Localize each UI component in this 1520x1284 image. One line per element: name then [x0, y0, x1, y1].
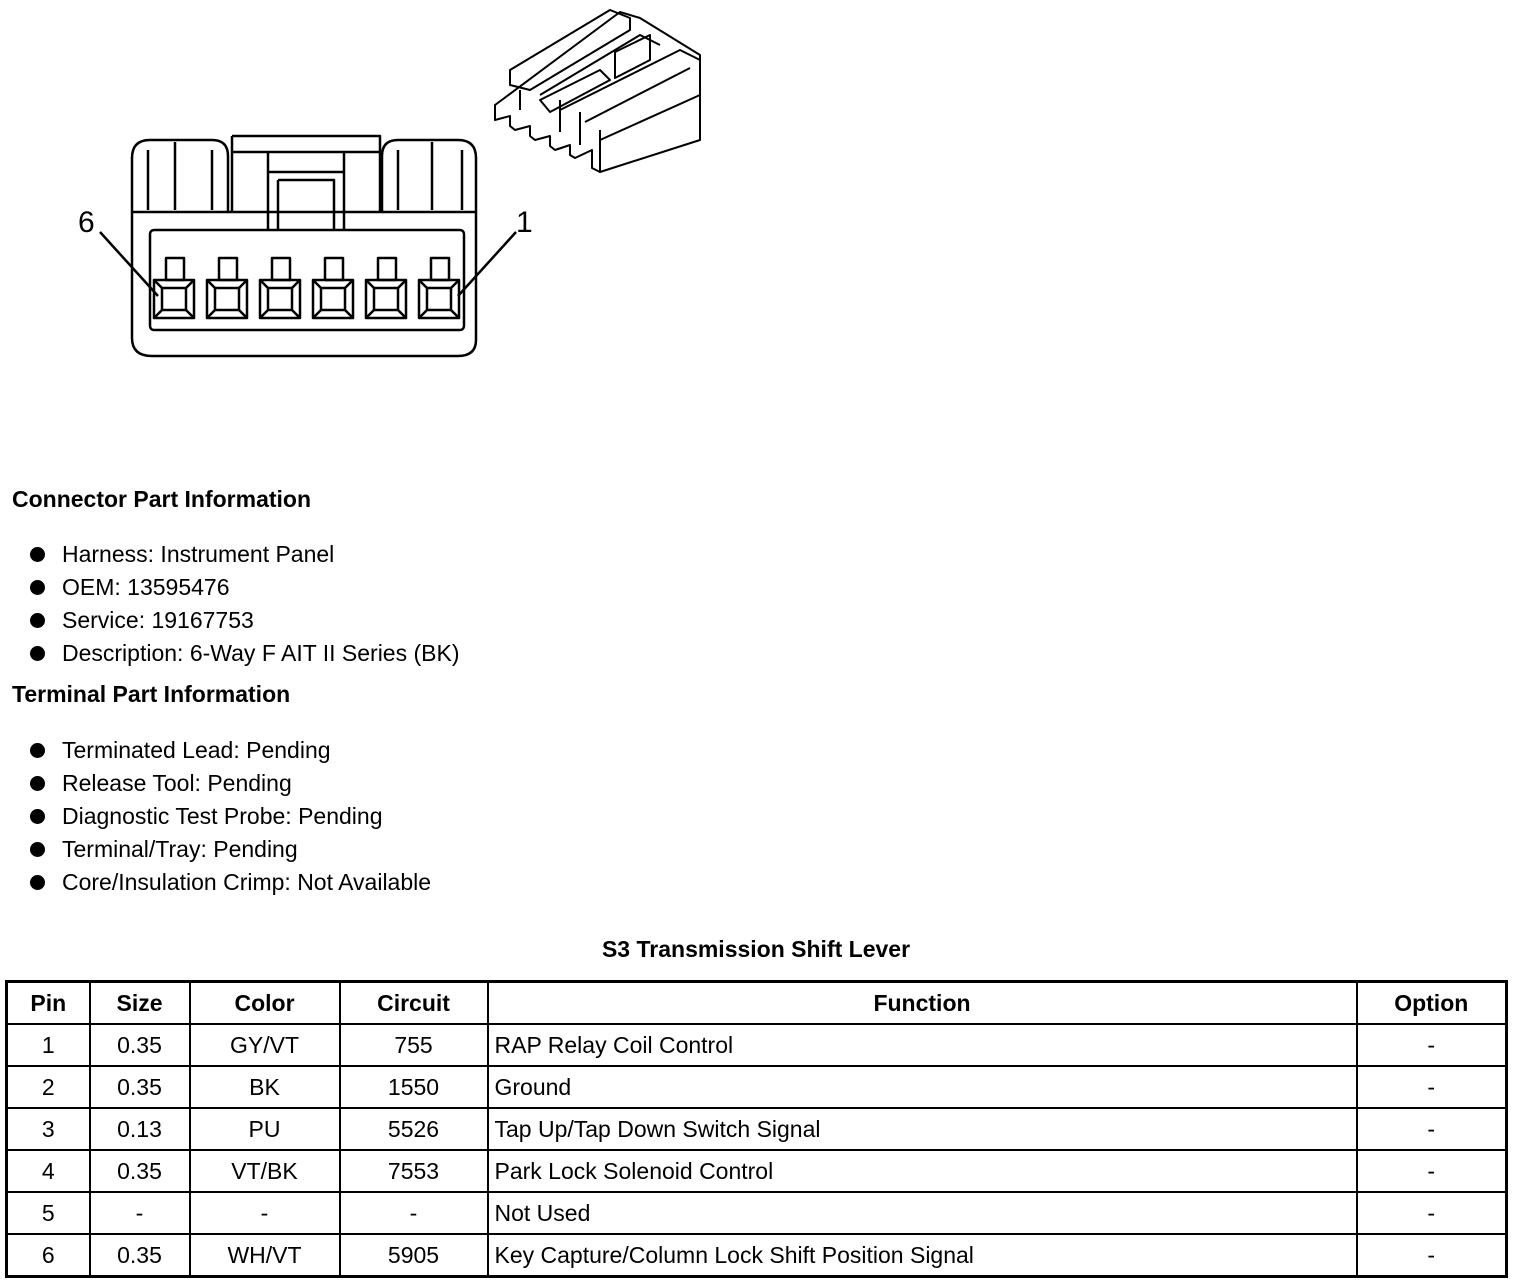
- table-title: S3 Transmission Shift Lever: [601, 936, 911, 962]
- cavity-tab: [376, 256, 398, 282]
- bullet-icon: [30, 743, 45, 758]
- cell-color: VT/BK: [188, 1149, 341, 1193]
- list-item: Terminal/Tray: Pending: [30, 833, 431, 866]
- cell-circuit: 7553: [338, 1149, 489, 1193]
- cavity-tab: [323, 256, 345, 282]
- terminal-cavity: [364, 278, 408, 320]
- header-pin: Pin: [5, 980, 91, 1025]
- cell-option: -: [1355, 1191, 1508, 1235]
- cavity-tab: [429, 256, 451, 282]
- cell-size: 0.13: [88, 1107, 191, 1151]
- cell-circuit: 755: [338, 1023, 489, 1067]
- cell-option: -: [1355, 1065, 1508, 1109]
- bullet-icon: [30, 875, 45, 890]
- header-option: Option: [1355, 980, 1508, 1025]
- header-circuit: Circuit: [338, 980, 489, 1025]
- bullet-icon: [30, 809, 45, 824]
- cell-function: Key Capture/Column Lock Shift Position S…: [486, 1233, 1358, 1278]
- terminal-cavity: [205, 278, 249, 320]
- item-text: Service: 19167753: [62, 607, 254, 633]
- header-color: Color: [188, 980, 341, 1025]
- table-row: 6 0.35 WH/VT 5905 Key Capture/Column Loc…: [5, 1233, 1508, 1278]
- cell-color: WH/VT: [188, 1233, 341, 1278]
- terminal-cavity: [258, 278, 302, 320]
- cell-pin: 1: [5, 1023, 91, 1067]
- terminal-info-heading: Terminal Part Information: [12, 681, 291, 707]
- item-text: OEM: 13595476: [62, 574, 230, 600]
- connector-info-heading: Connector Part Information: [12, 486, 312, 512]
- cell-function: Ground: [486, 1065, 1358, 1109]
- item-text: Diagnostic Test Probe: Pending: [62, 803, 383, 829]
- cell-pin: 5: [5, 1191, 91, 1235]
- table-row: 3 0.13 PU 5526 Tap Up/Tap Down Switch Si…: [5, 1107, 1508, 1151]
- cell-circuit: -: [338, 1191, 489, 1235]
- list-item: Core/Insulation Crimp: Not Available: [30, 866, 431, 899]
- table-row: 5 - - - Not Used -: [5, 1191, 1508, 1235]
- item-text: Core/Insulation Crimp: Not Available: [62, 869, 432, 895]
- cell-function: Not Used: [486, 1191, 1358, 1235]
- item-text: Release Tool: Pending: [62, 770, 292, 796]
- cell-size: 0.35: [88, 1065, 191, 1109]
- cell-option: -: [1355, 1149, 1508, 1193]
- cell-function: Park Lock Solenoid Control: [486, 1149, 1358, 1193]
- cell-color: PU: [188, 1107, 341, 1151]
- list-item: Terminated Lead: Pending: [30, 734, 431, 767]
- header-size: Size: [88, 980, 191, 1025]
- item-text: Terminated Lead: Pending: [62, 737, 331, 763]
- cell-option: -: [1355, 1107, 1508, 1151]
- cell-color: BK: [188, 1065, 341, 1109]
- cell-function: RAP Relay Coil Control: [486, 1023, 1358, 1067]
- connector-info-list: Harness: Instrument Panel OEM: 13595476 …: [30, 538, 460, 670]
- cell-size: 0.35: [88, 1149, 191, 1193]
- cell-pin: 6: [5, 1233, 91, 1278]
- cell-option: -: [1355, 1233, 1508, 1278]
- table-row: 2 0.35 BK 1550 Ground -: [5, 1065, 1508, 1109]
- bullet-icon: [30, 842, 45, 857]
- connector-iso-view: [494, 9, 701, 173]
- cell-size: 0.35: [88, 1023, 191, 1067]
- table-header-row: Pin Size Color Circuit Function Option: [5, 980, 1508, 1025]
- table-row: 1 0.35 GY/VT 755 RAP Relay Coil Control …: [5, 1023, 1508, 1067]
- connector-diagram: 6 1: [78, 9, 701, 358]
- list-item: Service: 19167753: [30, 604, 460, 637]
- cell-circuit: 5526: [338, 1107, 489, 1151]
- bullet-icon: [30, 613, 45, 628]
- header-function: Function: [486, 980, 1358, 1025]
- list-item: Diagnostic Test Probe: Pending: [30, 800, 431, 833]
- cavity-tab: [217, 256, 239, 282]
- cell-circuit: 1550: [338, 1065, 489, 1109]
- terminal-cavity: [311, 278, 355, 320]
- list-item: Harness: Instrument Panel: [30, 538, 460, 571]
- cell-option: -: [1355, 1023, 1508, 1067]
- item-text: Harness: Instrument Panel: [62, 541, 335, 567]
- list-item: OEM: 13595476: [30, 571, 460, 604]
- list-item: Description: 6-Way F AIT II Series (BK): [30, 637, 460, 670]
- cavity-tab: [164, 256, 186, 282]
- bullet-icon: [30, 776, 45, 791]
- bullet-icon: [30, 580, 45, 595]
- terminal-cavity: [152, 278, 196, 320]
- terminal-info-list: Terminated Lead: Pending Release Tool: P…: [30, 734, 431, 899]
- table-row: 4 0.35 VT/BK 7553 Park Lock Solenoid Con…: [5, 1149, 1508, 1193]
- list-item: Release Tool: Pending: [30, 767, 431, 800]
- terminal-cavity: [417, 278, 461, 320]
- pin-label-6: 6: [78, 206, 95, 239]
- cell-function: Tap Up/Tap Down Switch Signal: [486, 1107, 1358, 1151]
- item-text: Terminal/Tray: Pending: [62, 836, 298, 862]
- cavity-tab: [270, 256, 292, 282]
- cell-pin: 4: [5, 1149, 91, 1193]
- pin-label-1: 1: [516, 206, 533, 239]
- cell-color: GY/VT: [188, 1023, 341, 1067]
- connector-face-view: [99, 134, 517, 358]
- cell-circuit: 5905: [338, 1233, 489, 1278]
- bullet-icon: [30, 646, 45, 661]
- item-text: Description: 6-Way F AIT II Series (BK): [62, 640, 460, 666]
- cell-size: 0.35: [88, 1233, 191, 1278]
- cell-pin: 3: [5, 1107, 91, 1151]
- cell-size: -: [88, 1191, 191, 1235]
- cell-color: -: [188, 1191, 341, 1235]
- cell-pin: 2: [5, 1065, 91, 1109]
- bullet-icon: [30, 547, 45, 562]
- pinout-table: Pin Size Color Circuit Function Option 1…: [5, 980, 1508, 1278]
